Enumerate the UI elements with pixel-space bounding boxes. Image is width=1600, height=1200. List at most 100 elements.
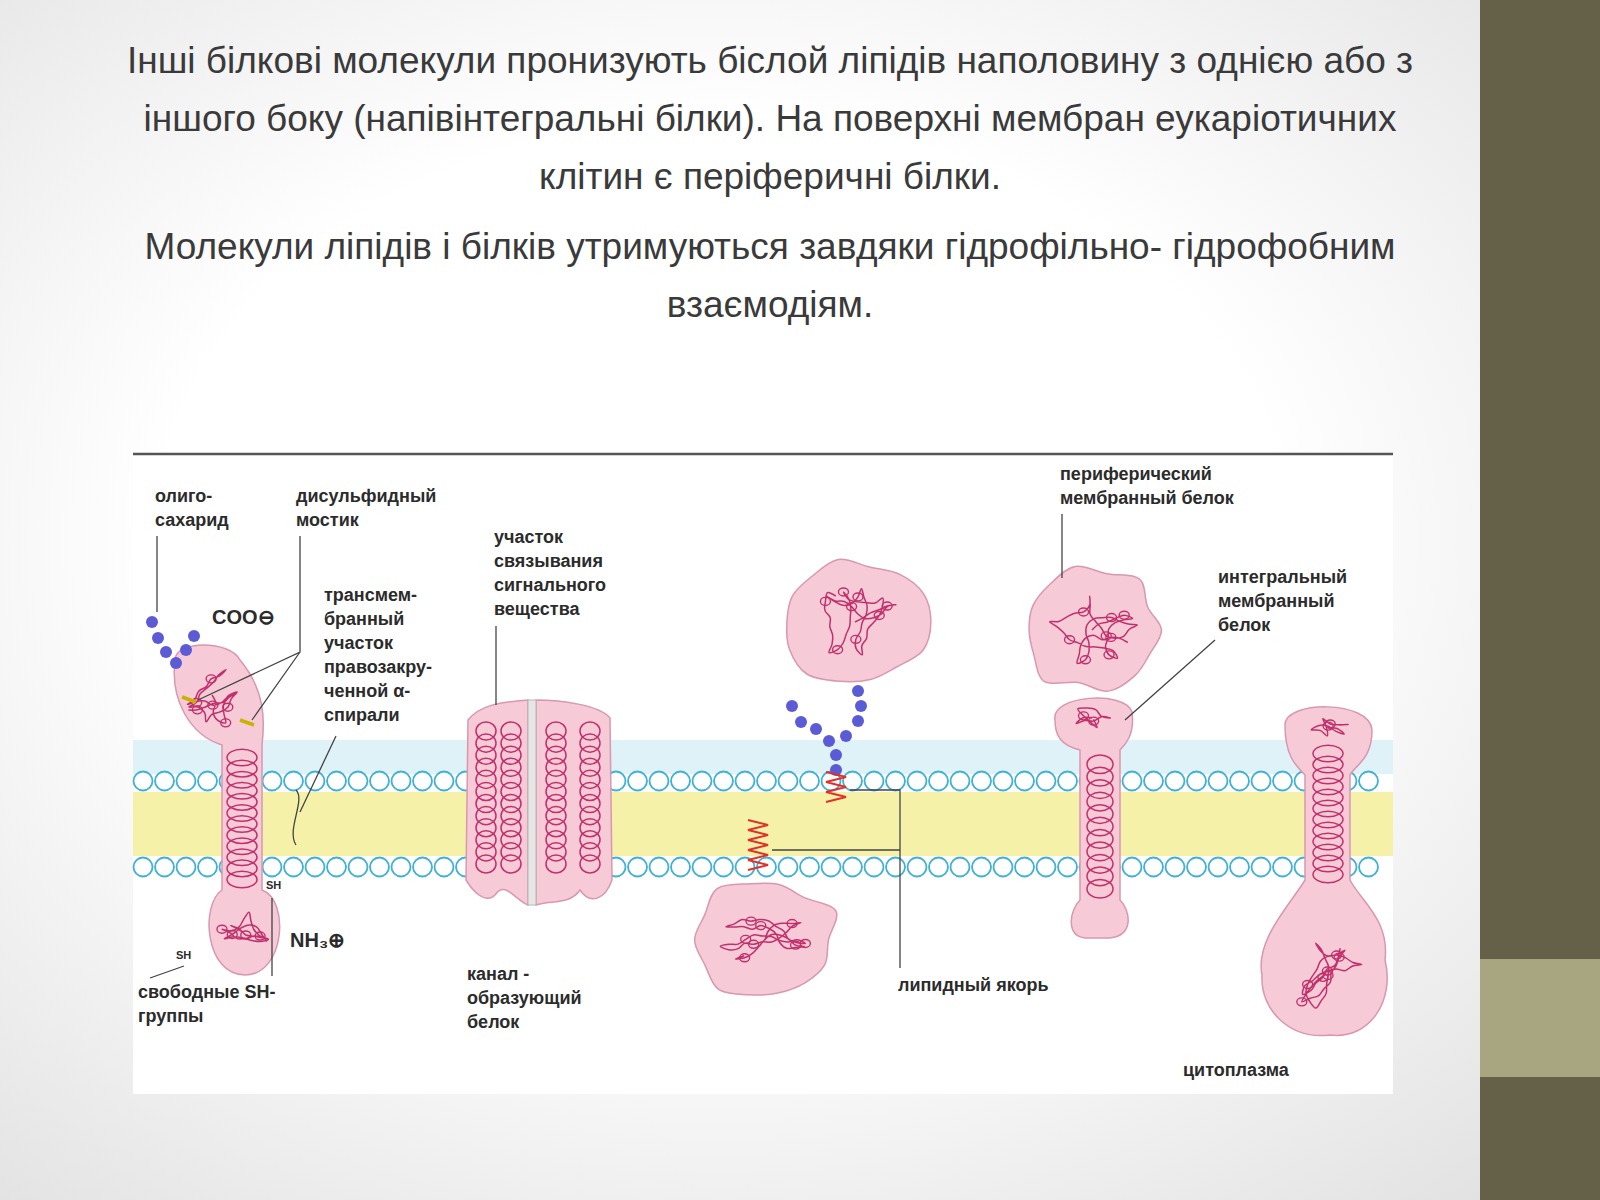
lipid-head <box>349 858 368 877</box>
part-label: периферический мембранный белок <box>1060 462 1300 510</box>
lipid-head <box>1252 858 1271 877</box>
lipid-head <box>929 858 948 877</box>
alpha-helix <box>546 722 566 873</box>
lipid-head <box>263 772 282 791</box>
sugar-unit <box>823 735 835 747</box>
polypeptide-chain <box>1050 596 1138 663</box>
alpha-helix <box>476 722 496 873</box>
lipid-head <box>886 772 905 791</box>
lipid-head <box>994 772 1013 791</box>
polypeptide-chain <box>720 919 805 959</box>
lipid-head <box>1015 858 1034 877</box>
sugar-unit <box>160 646 172 658</box>
lipid-head <box>843 858 862 877</box>
protein-chain <box>1297 943 1362 1008</box>
lipid-head <box>951 858 970 877</box>
channel-pore <box>528 700 536 905</box>
alpha-helix <box>501 722 521 873</box>
group-label: SH <box>176 948 191 962</box>
figure-top-rule <box>133 453 1393 456</box>
integral-protein <box>1261 707 1387 1036</box>
lipid-head <box>671 772 690 791</box>
lipid-head <box>628 772 647 791</box>
lipid-head <box>413 858 432 877</box>
lipid-head <box>155 858 174 877</box>
sugar-unit <box>830 749 842 761</box>
part-label: липидный якорь <box>898 973 1049 997</box>
slide-title: Інші білкові молекули пронизують біслой … <box>120 32 1420 206</box>
lipid-head <box>1037 858 1056 877</box>
lipid-head <box>951 772 970 791</box>
part-label: канал - образующий белок <box>467 962 617 1034</box>
channel-protein-half <box>536 700 612 905</box>
charge-label: NH₃⊕ <box>290 928 345 952</box>
sugar-unit <box>810 723 822 735</box>
lipid-head <box>1230 858 1249 877</box>
lipid-head <box>671 858 690 877</box>
lipid-head <box>306 858 325 877</box>
lipid-head <box>198 858 217 877</box>
lipid-head <box>800 772 819 791</box>
lipid-head <box>284 772 303 791</box>
leader-line <box>150 898 272 978</box>
protein-chain <box>1050 596 1138 663</box>
lipid-head <box>757 772 776 791</box>
lipid-head <box>1144 772 1163 791</box>
lipid-head <box>1187 772 1206 791</box>
channel-protein-half <box>466 700 528 905</box>
figure-panel <box>133 454 1393 1094</box>
lipid-head <box>263 858 282 877</box>
lipid-head <box>349 772 368 791</box>
part-label: трансмем- бранный участок правозакру- че… <box>324 583 446 727</box>
anchored-protein <box>695 883 837 995</box>
lipid-head <box>779 772 798 791</box>
protein-chain <box>217 912 268 941</box>
helix-turn <box>1087 879 1113 898</box>
polypeptide-chain <box>222 912 268 941</box>
protein-chain <box>720 917 810 962</box>
bracket <box>293 790 299 845</box>
polypeptide-chain <box>1076 708 1110 728</box>
lipid-head <box>177 772 196 791</box>
polypeptide-chain <box>825 589 896 655</box>
lipid-head <box>779 858 798 877</box>
lipid-head <box>865 858 884 877</box>
alpha-helix <box>580 722 600 873</box>
membrane-outer-glow <box>133 740 1393 774</box>
lipid-head <box>994 858 1013 877</box>
lipid-head <box>198 772 217 791</box>
sugar-unit <box>152 632 164 644</box>
sugar-unit <box>146 616 158 628</box>
lipid-head <box>1058 858 1077 877</box>
lipid-head <box>134 772 153 791</box>
anchored-protein <box>787 559 931 682</box>
lipid-head <box>370 772 389 791</box>
lipid-head <box>972 858 991 877</box>
peripheral-protein <box>1029 566 1161 691</box>
protein-chain <box>820 588 896 655</box>
helix-turn <box>476 855 496 873</box>
disulfide-bridge <box>182 697 254 725</box>
lipid-anchor-chain <box>748 820 768 870</box>
sugar-unit <box>786 700 798 712</box>
lipid-head <box>1123 858 1142 877</box>
lipid-head <box>413 772 432 791</box>
lipid-head <box>908 858 927 877</box>
leader-line <box>1125 640 1215 720</box>
sugar-unit <box>855 700 867 712</box>
alpha-helix <box>227 749 257 888</box>
protein-chain <box>187 670 237 727</box>
protein-chain <box>1076 708 1110 728</box>
lipid-head <box>392 772 411 791</box>
lipid-head <box>392 858 411 877</box>
lipid-head <box>929 772 948 791</box>
helix-turn <box>1313 866 1343 883</box>
lipid-head <box>1166 772 1185 791</box>
part-label: интегральный мембранный белок <box>1218 565 1368 637</box>
lipid-head <box>435 772 454 791</box>
lipid-head <box>693 858 712 877</box>
lipid-head <box>972 772 991 791</box>
lipid-head <box>1359 858 1378 877</box>
alpha-helix <box>1313 745 1343 883</box>
